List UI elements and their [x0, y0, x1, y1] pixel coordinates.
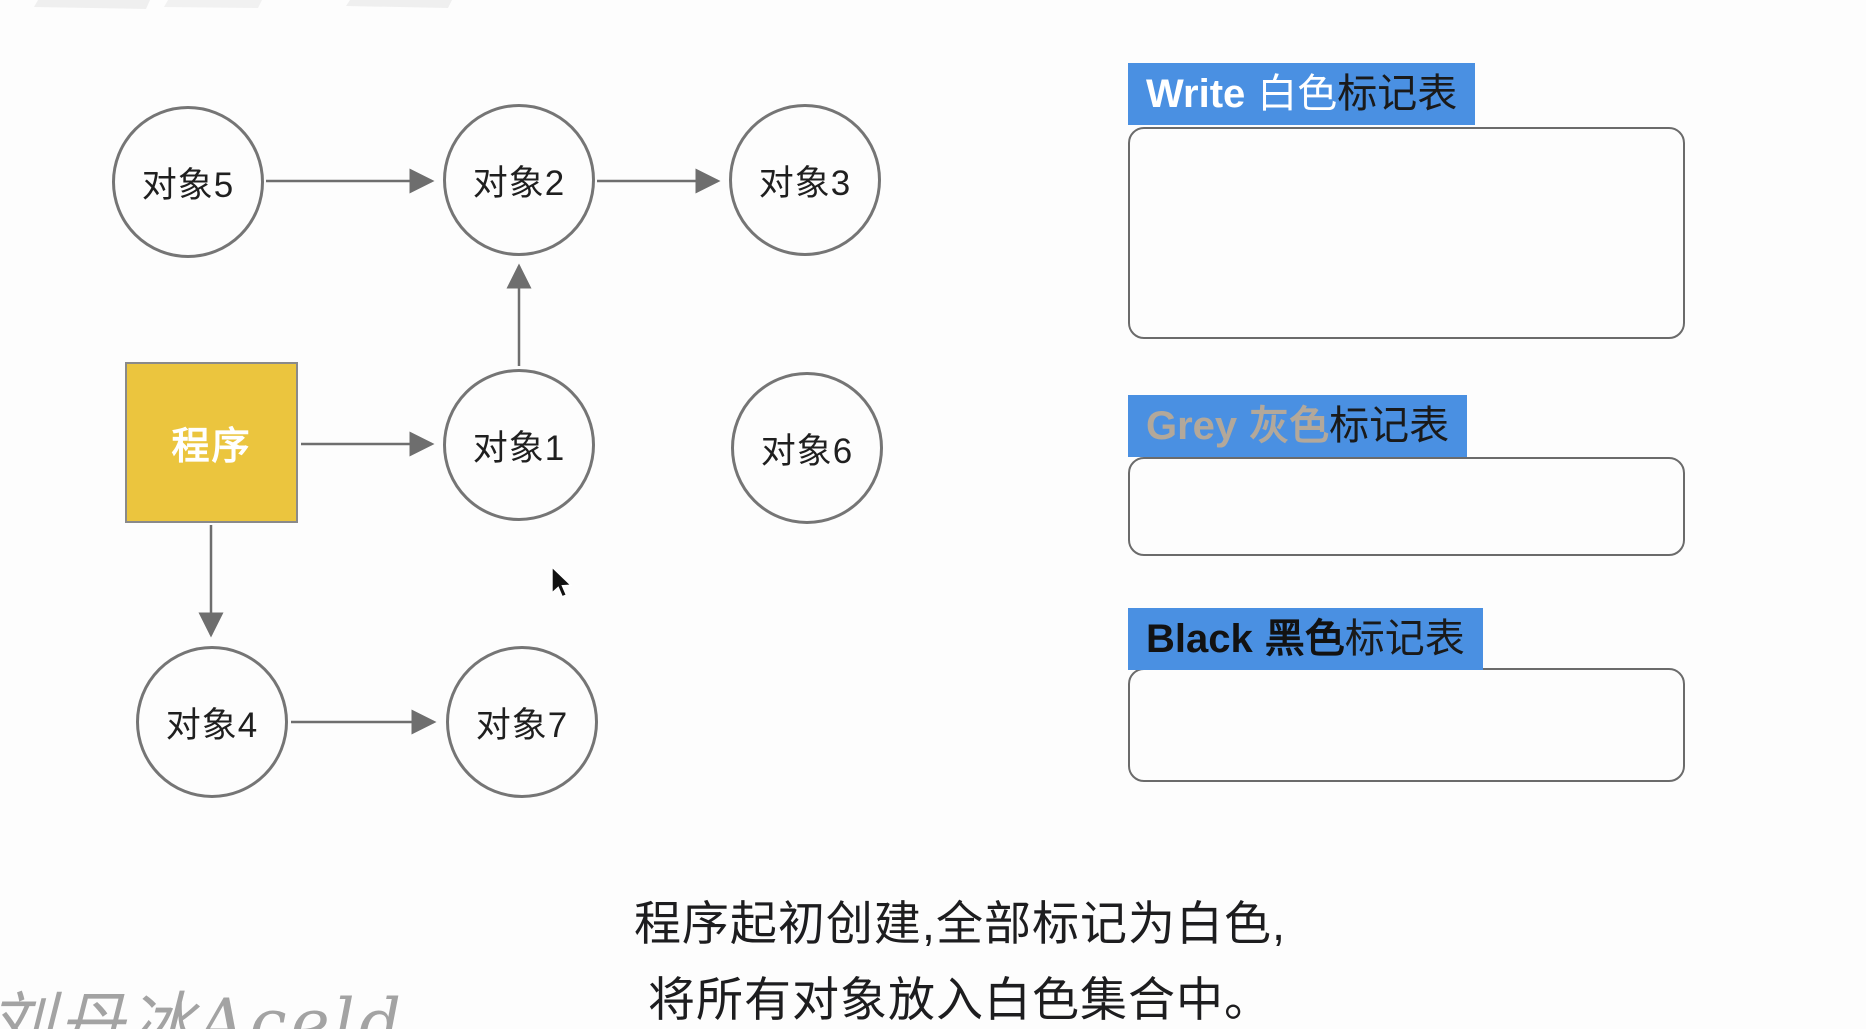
node-obj1: 对象1: [443, 369, 595, 521]
black-table-box: [1128, 668, 1685, 782]
grey-table-box: [1128, 457, 1685, 556]
node-obj4: 对象4: [136, 646, 288, 798]
node-label: 对象4: [165, 705, 259, 745]
node-obj7: 对象7: [446, 646, 598, 798]
black-table-label-suffix: 标记表: [1344, 617, 1465, 661]
caption-line-1: 程序起初创建,全部标记为白色,: [633, 897, 1287, 950]
node-label: 对象3: [758, 163, 852, 203]
white-table-label-cn: 白色: [1257, 72, 1338, 116]
node-label: 对象6: [760, 431, 854, 471]
node-obj3: 对象3: [729, 104, 881, 256]
faded-top-watermark: [34, 0, 452, 9]
grey-table-label-suffix: 标记表: [1329, 404, 1450, 448]
grey-table-label-cn: 灰色: [1249, 404, 1330, 448]
white-table-label-en: Write: [1146, 72, 1246, 116]
node-label: 对象1: [472, 428, 566, 468]
node-obj5: 对象5: [112, 106, 264, 258]
grey-table-label-en: Grey: [1146, 404, 1238, 448]
node-label: 对象7: [475, 705, 569, 745]
node-obj6: 对象6: [731, 372, 883, 524]
caption: 程序起初创建,全部标记为白色, 将所有对象放入白色集合中。: [380, 886, 1540, 1029]
program-box: 程序: [125, 362, 298, 523]
node-label: 对象2: [472, 163, 566, 203]
white-table-box: [1128, 127, 1685, 339]
white-table-label-suffix: 标记表: [1337, 72, 1458, 116]
black-table-label-en: Black: [1146, 617, 1253, 661]
author-watermark: 刘丹冰Aceld: [0, 985, 406, 1029]
program-label: 程序: [171, 426, 252, 468]
node-obj2: 对象2: [443, 104, 595, 256]
caption-line-2: 将所有对象放入白色集合中。: [648, 973, 1272, 1026]
mouse-cursor-icon: [551, 566, 573, 598]
black-table-label-cn: 黑色: [1264, 617, 1345, 661]
node-label: 对象5: [141, 165, 235, 205]
